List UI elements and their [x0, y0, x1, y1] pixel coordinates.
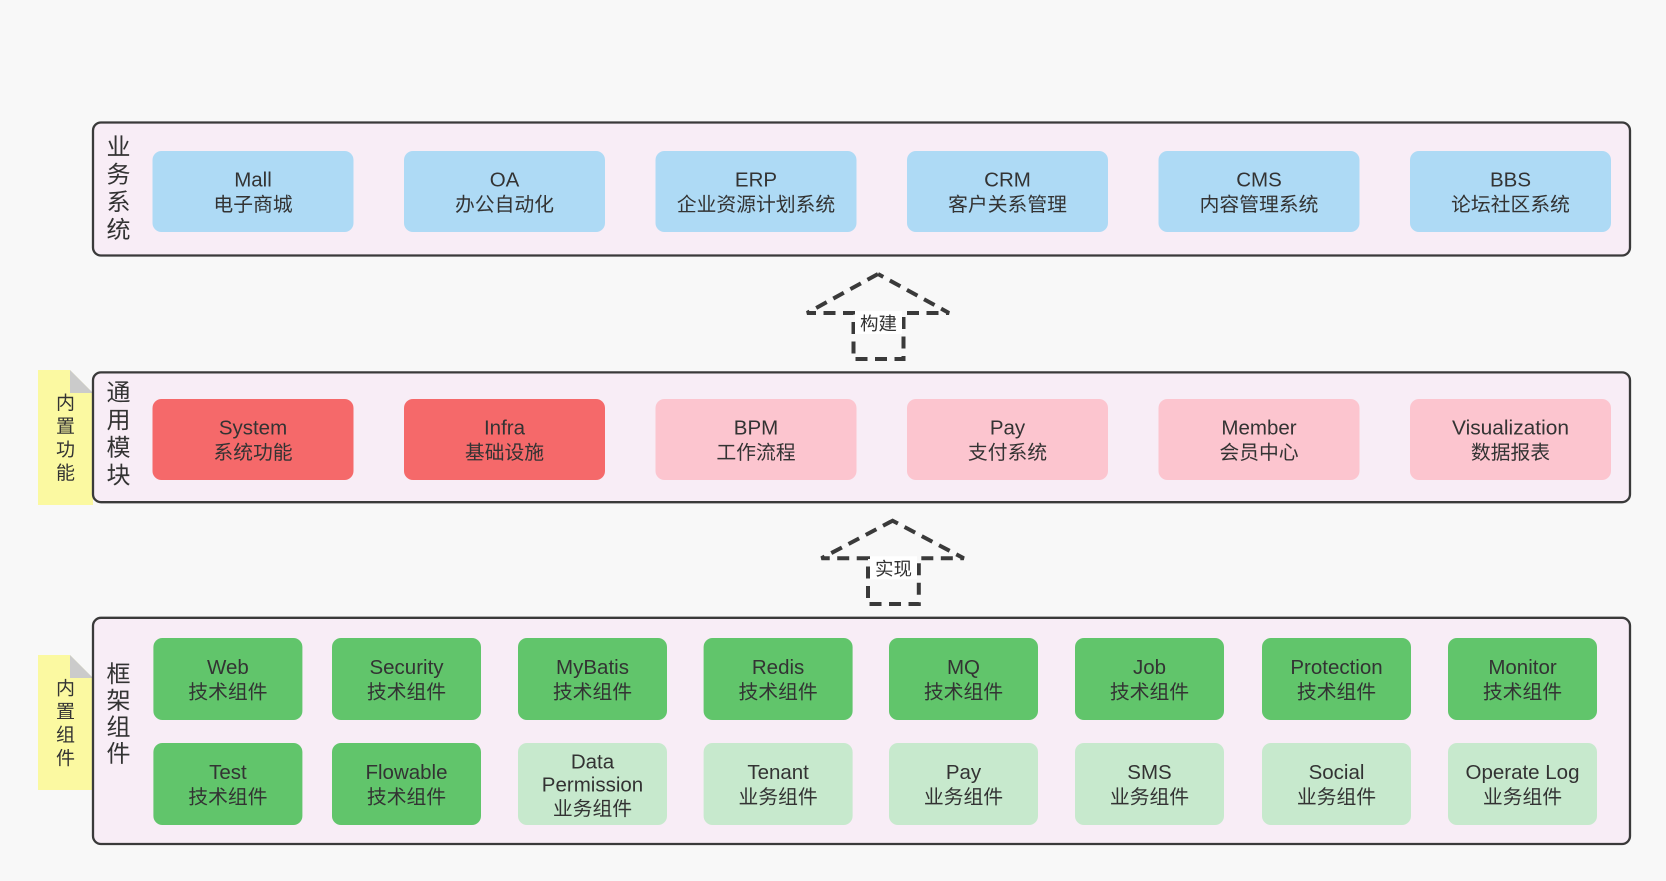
- svg-text:MyBatis: MyBatis: [556, 656, 629, 679]
- svg-text:Tenant: Tenant: [747, 761, 809, 784]
- svg-text:CMS: CMS: [1236, 169, 1282, 192]
- svg-text:Protection: Protection: [1290, 656, 1382, 679]
- svg-text:Operate Log: Operate Log: [1466, 761, 1580, 784]
- svg-text:Security: Security: [369, 656, 444, 679]
- svg-text:Flowable: Flowable: [365, 761, 447, 784]
- svg-text:SMS: SMS: [1127, 761, 1171, 784]
- svg-text:Infra: Infra: [484, 417, 526, 440]
- svg-text:Social: Social: [1309, 761, 1365, 784]
- svg-text:OA: OA: [490, 169, 520, 192]
- svg-text:BPM: BPM: [734, 417, 778, 440]
- svg-text:Web: Web: [207, 656, 249, 679]
- svg-text:Pay: Pay: [990, 417, 1026, 440]
- svg-text:Job: Job: [1133, 656, 1166, 679]
- svg-text:Mall: Mall: [234, 169, 272, 192]
- svg-text:Member: Member: [1221, 417, 1296, 440]
- svg-text:Test: Test: [209, 761, 247, 784]
- svg-text:Visualization: Visualization: [1452, 417, 1569, 440]
- svg-text:Data: Data: [571, 751, 615, 774]
- svg-text:MQ: MQ: [947, 656, 980, 679]
- svg-text:Monitor: Monitor: [1488, 656, 1557, 679]
- svg-text:System: System: [219, 417, 287, 440]
- svg-text:BBS: BBS: [1490, 169, 1531, 192]
- svg-text:ERP: ERP: [735, 169, 777, 192]
- svg-text:Pay: Pay: [946, 761, 982, 784]
- svg-text:CRM: CRM: [984, 169, 1031, 192]
- svg-text:Redis: Redis: [752, 656, 804, 679]
- svg-text:Permission: Permission: [542, 774, 643, 797]
